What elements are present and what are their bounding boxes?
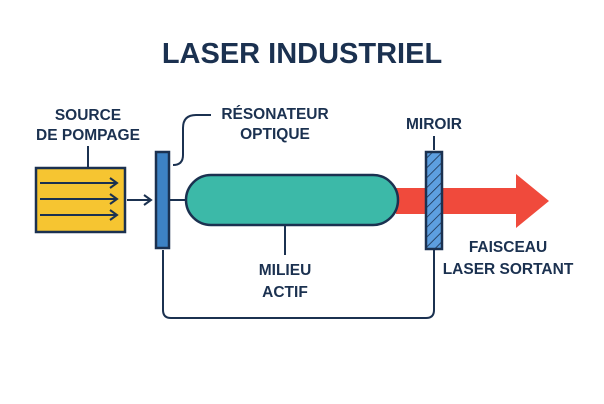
output-beam-label: FAISCEAU LASER SORTANT (443, 239, 574, 278)
diagram-title: LASER INDUSTRIEL (162, 38, 442, 70)
resonator-loop-line (162, 250, 435, 319)
mirror-label: MIROIR (406, 116, 462, 133)
resonator-label-line-2: OPTIQUE (240, 126, 310, 143)
resonator-label-line-1: RÉSONATEUR (221, 106, 328, 123)
resonator-leader-line (172, 114, 211, 166)
pump-source-label-line-1: SOURCE (55, 107, 121, 124)
active-medium-label: MILIEU ACTIF (259, 262, 312, 301)
rear-mirror (154, 150, 171, 250)
active-medium-label-line-1: MILIEU (259, 262, 312, 279)
pump-source-label: SOURCE DE POMPAGE (36, 107, 140, 144)
output-beam-label-line-1: FAISCEAU (469, 239, 547, 256)
pump-to-mirror-arrow (127, 194, 153, 206)
pump-arrows (40, 177, 119, 221)
active-medium-label-line-2: ACTIF (262, 284, 308, 301)
output-beam-label-line-2: LASER SORTANT (443, 261, 574, 278)
output-beam-arrow (396, 174, 549, 228)
pump-source-label-line-2: DE POMPAGE (36, 127, 140, 144)
pump-source (34, 166, 127, 234)
resonator-label: RÉSONATEUR OPTIQUE (221, 106, 328, 143)
output-mirror (424, 150, 444, 251)
active-medium (184, 173, 400, 227)
